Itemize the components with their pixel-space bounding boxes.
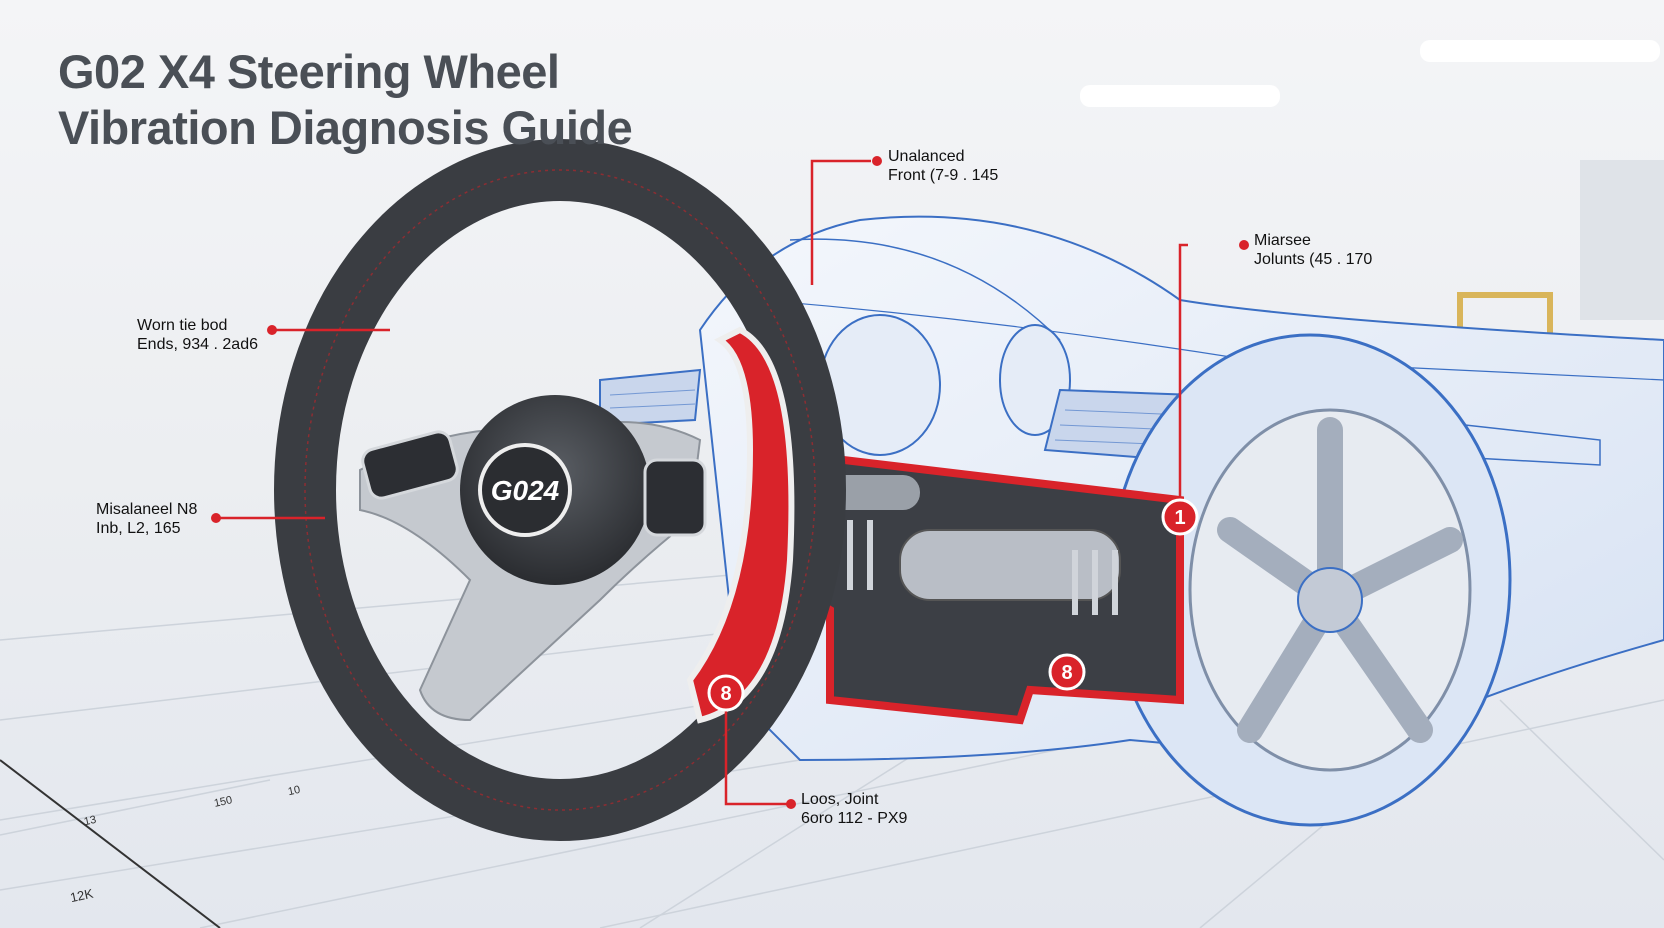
title-line-2: Vibration Diagnosis Guide <box>58 101 633 154</box>
steering-wheel <box>274 139 846 841</box>
callout-line: Ends, 934 . 2ad6 <box>137 336 258 353</box>
callout-line: Miarsee <box>1254 232 1311 249</box>
callout-line: Jolunts (45 . 170 <box>1254 251 1373 268</box>
badges: 1 8 8 <box>707 498 1199 712</box>
callout-loose-joint: Loos, Joint 6oro 112 - PX9 <box>801 790 907 828</box>
callout-unbalanced-front: Unalanced Front (7-9 . 145 <box>888 147 998 185</box>
callout-joints: Miarsee Jolunts (45 . 170 <box>1254 231 1372 269</box>
ceiling-light <box>1080 85 1280 107</box>
callout-worn-tie-rod: Worn tie bod Ends, 934 . 2ad6 <box>137 316 258 354</box>
page-title: G02 X4 Steering Wheel Vibration Diagnosi… <box>58 44 633 156</box>
ceiling-light <box>1420 40 1660 62</box>
callout-line: Worn tie bod <box>137 317 228 334</box>
badge-8: 8 <box>720 683 731 705</box>
callout-dot <box>786 799 796 809</box>
floor-mark: 10 <box>286 783 302 799</box>
callout-line: Loos, Joint <box>801 791 879 808</box>
badge-1: 1 <box>1174 507 1185 529</box>
callout-dot <box>1239 240 1249 250</box>
callout-misaligned: Misalaneel N8 Inb, L2, 165 <box>96 500 197 538</box>
leader-lines <box>216 159 1188 806</box>
wall-shelf <box>1580 160 1664 320</box>
callout-dot <box>872 156 882 166</box>
callout-line: Front (7-9 . 145 <box>888 167 999 184</box>
callout-dot <box>267 325 277 335</box>
car-wheel <box>1108 333 1512 827</box>
badge-8: 8 <box>1061 662 1072 684</box>
callout-line: Unalanced <box>888 148 965 165</box>
callout-line: 6oro 112 - PX9 <box>801 810 908 827</box>
hub-logo: G024 <box>491 475 560 506</box>
callout-dot <box>211 513 221 523</box>
callout-line: Inb, L2, 165 <box>96 520 181 537</box>
floor-mark: 13 <box>82 813 98 829</box>
callout-line: Misalaneel N8 <box>96 501 198 518</box>
title-line-1: G02 X4 Steering Wheel <box>58 45 560 98</box>
